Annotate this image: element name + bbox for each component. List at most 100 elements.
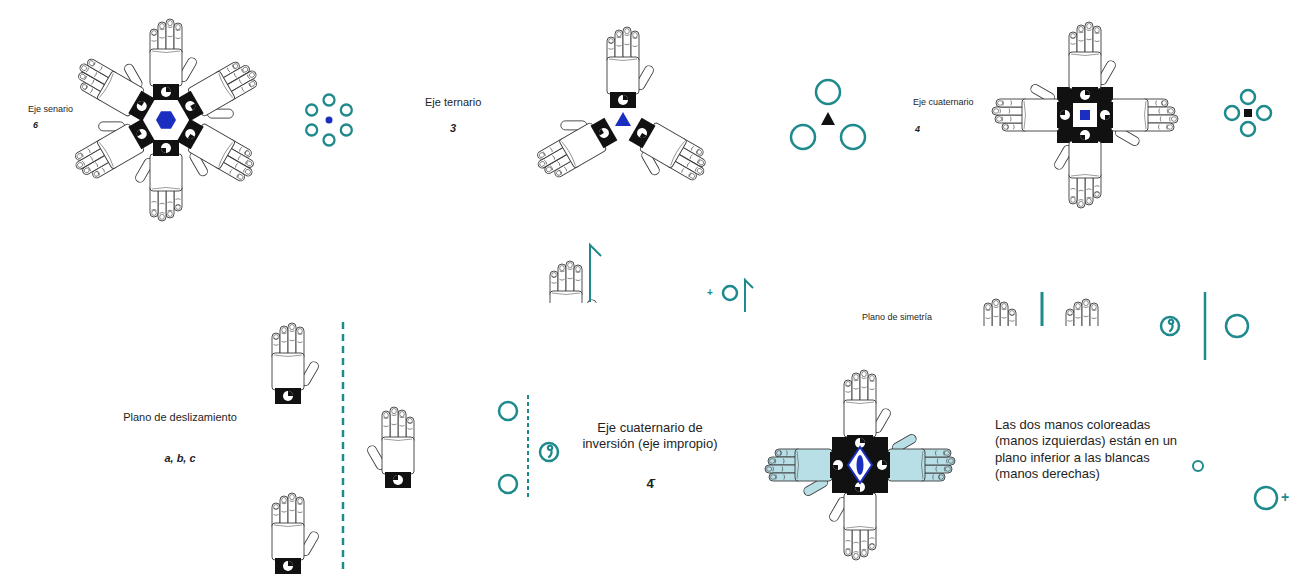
symbol-circle — [1193, 461, 1203, 471]
crease — [625, 34, 630, 36]
knuckle-line — [274, 525, 302, 527]
palm — [1111, 99, 1148, 131]
crease — [239, 147, 242, 152]
symbol-circle — [499, 402, 517, 420]
mirror-symbol — [1204, 292, 1207, 360]
crease — [559, 170, 562, 175]
nail — [168, 211, 172, 216]
symbol-circle — [324, 95, 335, 106]
crease — [552, 276, 557, 278]
crease — [543, 151, 546, 156]
symbol-circle — [1241, 122, 1255, 136]
hand-figure — [844, 370, 892, 451]
nail — [384, 413, 388, 418]
crease — [568, 268, 573, 270]
crease — [160, 212, 165, 214]
crease — [96, 171, 99, 176]
symbol-circle — [1257, 106, 1271, 120]
square-center — [1080, 110, 1090, 120]
crease — [93, 62, 96, 67]
pie-sector — [166, 87, 171, 92]
crease — [152, 201, 157, 203]
glide-plane — [342, 322, 345, 572]
pie-mark — [1080, 90, 1090, 100]
crease — [282, 503, 287, 505]
nail — [1171, 117, 1176, 121]
crease — [94, 72, 97, 77]
crease — [1002, 101, 1004, 106]
hand — [844, 370, 892, 451]
crease — [282, 341, 287, 343]
wrist-band — [610, 92, 636, 108]
knuckle-line — [99, 142, 114, 167]
pie-mark — [283, 391, 293, 401]
crease — [241, 87, 244, 92]
pie-mark — [597, 126, 611, 140]
wrist-band — [128, 119, 155, 150]
pie-mark — [161, 87, 171, 97]
pie-mark — [183, 127, 197, 141]
knuckle-line — [609, 59, 637, 61]
nail — [1087, 24, 1091, 29]
nail — [870, 376, 874, 381]
hand — [525, 101, 619, 183]
pie-mark — [135, 127, 149, 141]
crease — [274, 344, 279, 346]
wrist-band — [275, 558, 301, 574]
crease — [235, 163, 238, 168]
wrist-band — [275, 388, 301, 404]
crease — [1068, 320, 1073, 322]
palm — [150, 49, 182, 86]
crease — [1167, 109, 1169, 114]
crease — [1002, 309, 1007, 311]
crease — [88, 166, 91, 171]
crease — [775, 459, 777, 464]
nail — [846, 549, 850, 554]
crease — [176, 198, 181, 200]
crease — [176, 29, 181, 31]
knuckle-line — [152, 51, 180, 53]
plane-label: Plano de deslizamiento — [120, 411, 240, 425]
crease — [160, 29, 165, 31]
crease — [854, 380, 859, 382]
nail — [1071, 34, 1075, 39]
pie-mark — [1060, 110, 1070, 120]
symbol-circle — [841, 125, 865, 149]
sign-mark: + — [1281, 489, 1289, 507]
symbol-circle — [1255, 487, 1277, 509]
hand — [366, 407, 414, 488]
crease — [870, 380, 875, 382]
axis-symbol: 3 — [450, 122, 456, 136]
crease — [943, 451, 945, 456]
wrist-band — [177, 91, 204, 122]
nail — [88, 60, 95, 66]
crease — [986, 317, 991, 319]
crease — [84, 85, 87, 90]
crease — [994, 306, 999, 308]
pie-mark — [283, 561, 293, 571]
crease — [1158, 109, 1160, 114]
hand-figure — [525, 101, 619, 183]
wrist-band — [830, 452, 846, 478]
crease — [298, 341, 303, 343]
knuckle-line — [217, 142, 232, 167]
nail — [696, 168, 703, 174]
crease — [248, 83, 251, 88]
wrist-band — [1057, 102, 1073, 128]
crease — [1071, 43, 1076, 45]
crease — [617, 45, 622, 47]
symbol-circle — [723, 286, 737, 300]
crease — [1076, 309, 1081, 311]
nail — [997, 117, 1002, 121]
palm — [888, 449, 925, 481]
crease — [1010, 320, 1015, 322]
axis-symbol: 4 — [915, 124, 920, 135]
pie-sector — [640, 133, 647, 140]
knuckle-line — [1145, 101, 1147, 129]
crease — [95, 162, 98, 167]
plane-label: Plano de simetría — [862, 312, 932, 323]
nail — [568, 263, 572, 268]
crease — [1009, 109, 1011, 114]
crease — [229, 169, 232, 174]
